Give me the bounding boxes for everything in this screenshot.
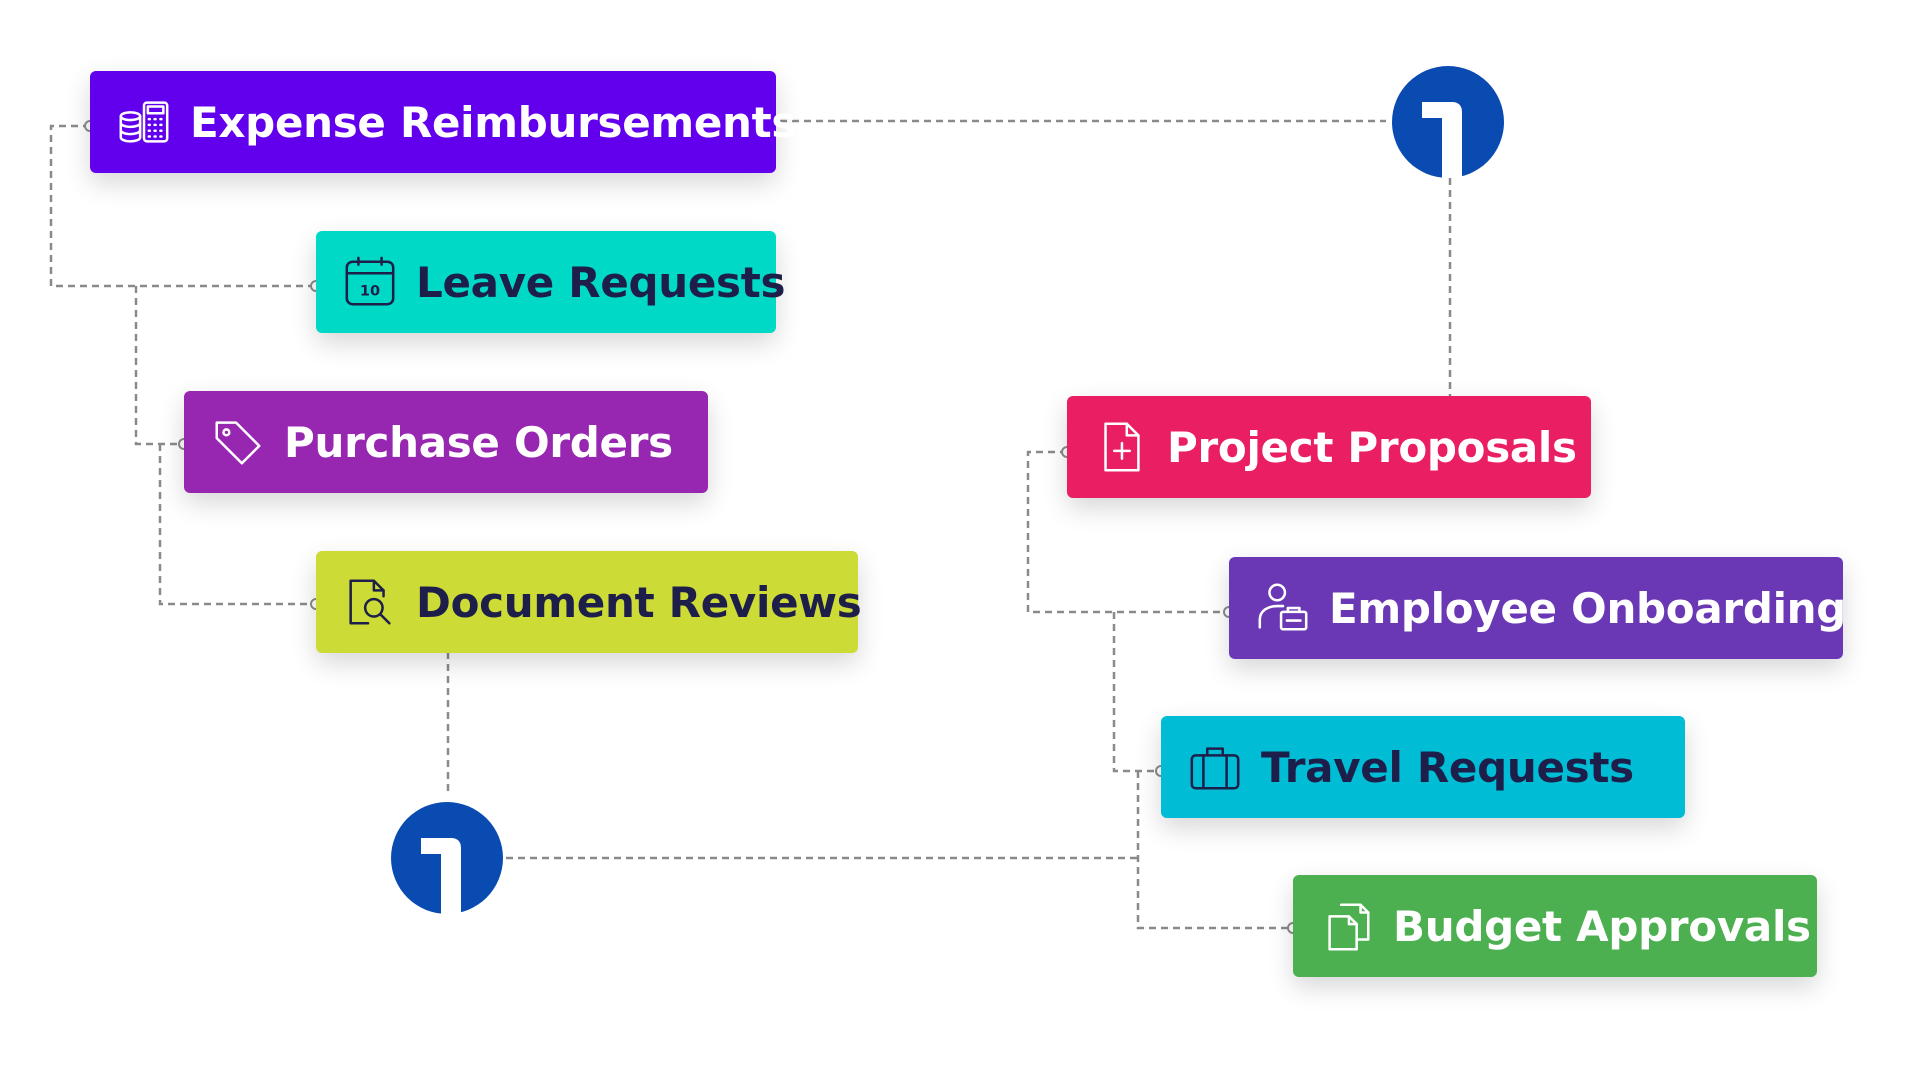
card-document-reviews[interactable]: Document Reviews [316, 551, 862, 653]
card-label: Budget Approvals [1393, 901, 1811, 951]
card-label: Project Proposals [1167, 422, 1577, 472]
card-label: Employee Onboarding [1329, 583, 1847, 633]
card-expense-reimbursements[interactable]: Expense Reimbursements [90, 71, 796, 173]
card-label: Expense Reimbursements [190, 97, 797, 147]
document-plus-icon [1091, 417, 1151, 477]
calendar-day-text: 10 [360, 284, 380, 300]
document-search-icon [340, 572, 400, 632]
calculator-coins-icon [114, 92, 174, 152]
card-label: Travel Requests [1261, 742, 1634, 792]
card-label: Purchase Orders [284, 417, 673, 467]
card-label: Leave Requests [416, 257, 786, 307]
user-badge-icon [1253, 578, 1313, 638]
card-travel-requests[interactable]: Travel Requests [1161, 716, 1685, 818]
connector-purchase-document [158, 444, 316, 606]
brand-logo-icon [1392, 66, 1504, 178]
connector-leave-purchase [134, 286, 184, 446]
copy-document-icon [1317, 896, 1377, 956]
connector-onboarding-travel [1112, 612, 1161, 773]
card-employee-onboarding[interactable]: Employee Onboarding [1229, 557, 1847, 659]
brand-logo-icon [391, 802, 503, 914]
card-label: Document Reviews [416, 577, 862, 627]
tag-icon [208, 412, 268, 472]
card-purchase-orders[interactable]: Purchase Orders [184, 391, 708, 493]
card-budget-approvals[interactable]: Budget Approvals [1293, 875, 1817, 977]
briefcase-icon [1185, 737, 1245, 797]
card-project-proposals[interactable]: Project Proposals [1067, 396, 1591, 498]
calendar-10-icon: 10 [340, 252, 400, 312]
card-leave-requests[interactable]: 10 Leave Requests [316, 231, 786, 333]
connector-travel-budget [1136, 771, 1293, 930]
